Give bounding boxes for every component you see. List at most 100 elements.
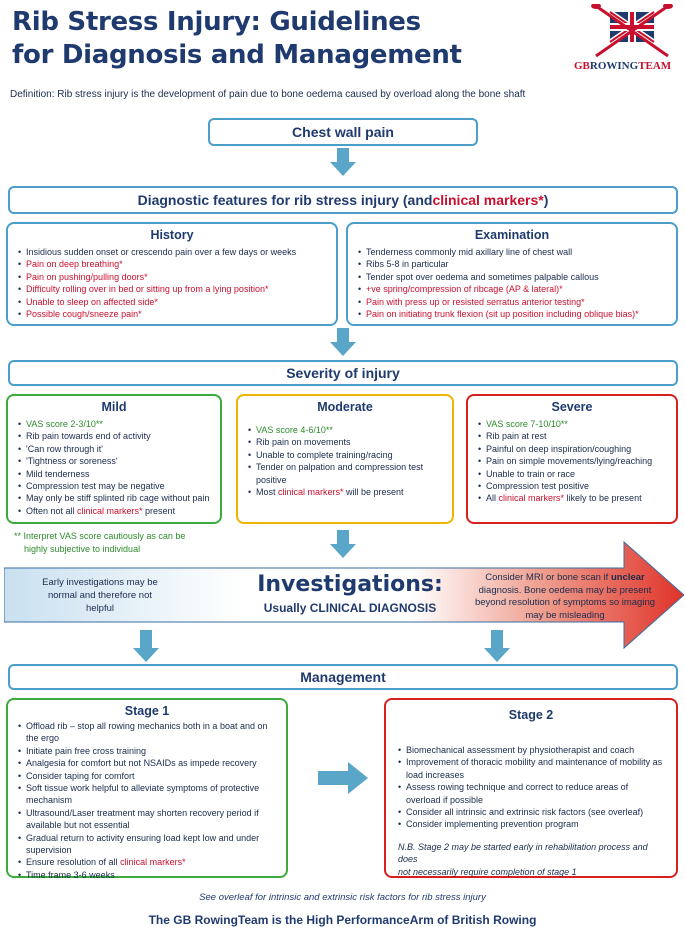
stage1-ensure-red: clinical markers* — [120, 857, 186, 868]
chest-wall-pain-label: Chest wall pain — [292, 124, 394, 140]
examination-panel: Examination Tenderness commonly mid axil… — [346, 222, 678, 326]
mild-item: Compression test may be negative — [18, 480, 210, 493]
stage1-panel: Stage 1 Offload rib – stop all rowing me… — [6, 698, 288, 882]
logo-gb: GB — [574, 60, 590, 72]
mild-last-red: clinical markers* — [77, 505, 143, 516]
stage2-nb: N.B. Stage 2 may be started early in reh… — [398, 841, 664, 879]
investigations-right-note: Consider MRI or bone scan if unclear dia… — [470, 572, 660, 622]
investigations-title: Investigations: — [257, 572, 443, 597]
arrow-down-icon — [330, 148, 356, 176]
stage1-item: Consider taping for comfort — [18, 770, 276, 783]
examination-item: Ribs 5-8 in particular — [358, 258, 666, 271]
examination-list: Tenderness commonly mid axillary line of… — [358, 246, 666, 321]
inv-right-line-2: diagnosis. Bone oedema may be present — [478, 584, 652, 596]
severe-item: Pain on simple movements/lying/reaching — [478, 455, 666, 468]
stage2-nb-line-2: not necessarily require completion of st… — [398, 867, 577, 878]
arrow-right-icon — [318, 762, 368, 794]
chest-wall-pain-box: Chest wall pain — [208, 118, 478, 146]
stage2-panel: Stage 2 Biomechanical assessment by phys… — [384, 698, 678, 878]
history-list: Insidious sudden onset or crescendo pain… — [18, 246, 326, 321]
mild-title: Mild — [101, 400, 127, 414]
history-panel: History Insidious sudden onset or cresce… — [6, 222, 338, 326]
severe-item: Rib pain at rest — [478, 430, 666, 443]
examination-item: Tenderness commonly mid axillary line of… — [358, 246, 666, 259]
vas-note: ** Interpret VAS score cautiously as can… — [14, 530, 185, 556]
logo-team: TEAM — [638, 60, 672, 72]
stage2-title: Stage 2 — [508, 708, 554, 722]
mild-item: May only be stiff splinted rib cage with… — [18, 492, 210, 505]
arrow-down-icon — [330, 328, 356, 356]
moderate-last-prefix: Most — [256, 487, 279, 498]
vas-note-line-1: ** Interpret VAS score cautiously as can… — [14, 531, 186, 541]
title-line-2: for Diagnosis and Management — [12, 40, 462, 70]
stage2-item: Biomechanical assessment by physiotherap… — [398, 744, 664, 757]
management-box: Management — [8, 664, 678, 690]
severe-item: Unable to train or race — [478, 468, 666, 481]
stage2-nb-line-1: N.B. Stage 2 may be started early in reh… — [398, 841, 648, 865]
arrow-down-icon — [484, 630, 510, 662]
moderate-last-suffix: will be present — [343, 487, 404, 498]
history-item: Possible cough/sneeze pain* — [18, 308, 326, 321]
inv-left-line-2: normal and therefore not — [47, 590, 153, 601]
examination-item: +ve spring/compression of ribcage (AP & … — [358, 283, 666, 296]
severe-item: Compression test positive — [478, 480, 666, 493]
mild-vas: VAS score 2-3/10** — [18, 418, 210, 431]
inv-right-pre: Consider MRI or bone scan if — [485, 572, 611, 583]
severe-item: Painful on deep inspiration/coughing — [478, 443, 666, 456]
diagnostic-features-box: Diagnostic features for rib stress injur… — [8, 186, 678, 214]
diagnostic-markers: clinical markers* — [432, 192, 544, 208]
diagnostic-suffix: ) — [543, 192, 549, 208]
inv-right-bold: unclear — [610, 572, 645, 583]
stage1-item: Gradual return to activity ensuring load… — [18, 832, 276, 857]
mild-last-prefix: Often not all — [26, 505, 78, 516]
stage2-item: Improvement of thoracic mobility and mai… — [398, 756, 664, 781]
moderate-vas: VAS score 4-6/10** — [248, 424, 442, 437]
title-line-1: Rib Stress Injury: Guidelines — [12, 7, 421, 37]
moderate-last-red: clinical markers* — [278, 487, 344, 498]
mild-item: 'Can row through it' — [18, 443, 210, 456]
stage1-item: Soft tissue work helpful to alleviate sy… — [18, 782, 276, 807]
definition-text: Definition: Rib stress injury is the dev… — [10, 89, 526, 100]
moderate-item: Unable to complete training/racing — [248, 449, 442, 462]
stage2-item: Consider implementing prevention program — [398, 818, 664, 831]
inv-left-line-3: helpful — [86, 603, 114, 614]
moderate-item-markers: Most clinical markers* will be present — [248, 486, 442, 499]
stage1-title: Stage 1 — [124, 704, 170, 718]
mild-item: Rib pain towards end of activity — [18, 430, 210, 443]
moderate-list: VAS score 4-6/10** Rib pain on movements… — [248, 424, 442, 499]
severe-title: Severe — [551, 400, 593, 414]
investigations-left-note: Early investigations may be normal and t… — [40, 576, 160, 615]
logo-rowing: ROWING — [589, 60, 639, 72]
page-title: Rib Stress Injury: Guidelines for Diagno… — [12, 6, 462, 72]
severe-list: VAS score 7-10/10** Rib pain at rest Pai… — [478, 418, 666, 505]
severe-panel: Severe VAS score 7-10/10** Rib pain at r… — [466, 394, 678, 524]
diagnostic-prefix: Diagnostic features for rib stress injur… — [137, 192, 433, 208]
footer-note: See overleaf for intrinsic and extrinsic… — [199, 892, 486, 903]
history-item: Insidious sudden onset or crescendo pain… — [18, 246, 326, 259]
history-item: Pain on pushing/pulling doors* — [18, 271, 326, 284]
moderate-panel: Moderate VAS score 4-6/10** Rib pain on … — [236, 394, 454, 524]
vas-note-line-2: highly subjective to individual — [24, 544, 141, 554]
investigations-arrow-icon — [4, 540, 684, 650]
moderate-title: Moderate — [317, 400, 373, 414]
mild-list: VAS score 2-3/10** Rib pain towards end … — [18, 418, 210, 518]
severe-vas: VAS score 7-10/10** — [478, 418, 666, 431]
history-title: History — [150, 228, 194, 242]
examination-title: Examination — [474, 228, 550, 242]
history-item: Pain on deep breathing* — [18, 258, 326, 271]
stage1-ensure-prefix: Ensure resolution of all — [26, 857, 121, 868]
arrow-down-icon — [133, 630, 159, 662]
footer-tagline: The GB RowingTeam is the High Performanc… — [148, 913, 537, 927]
inv-left-line-1: Early investigations may be — [42, 577, 158, 588]
examination-item: Tender spot over oedema and sometimes pa… — [358, 271, 666, 284]
mild-item: 'Tightness or soreness' — [18, 455, 210, 468]
management-title: Management — [300, 669, 386, 685]
stage2-list: Biomechanical assessment by physiotherap… — [398, 744, 664, 831]
stage2-item: Consider all intrinsic and extrinsic ris… — [398, 806, 664, 819]
inv-right-line-1: Consider MRI or bone scan if unclear — [470, 572, 660, 585]
stage1-item: Offload rib – stop all rowing mechanics … — [18, 720, 276, 745]
inv-right-line-4: may be misleading — [525, 609, 605, 621]
stage1-item: Ultrasound/Laser treatment may shorten r… — [18, 807, 276, 832]
stage1-item-ensure: Ensure resolution of all clinical marker… — [18, 856, 276, 869]
stage1-list: Offload rib – stop all rowing mechanics … — [18, 720, 276, 882]
